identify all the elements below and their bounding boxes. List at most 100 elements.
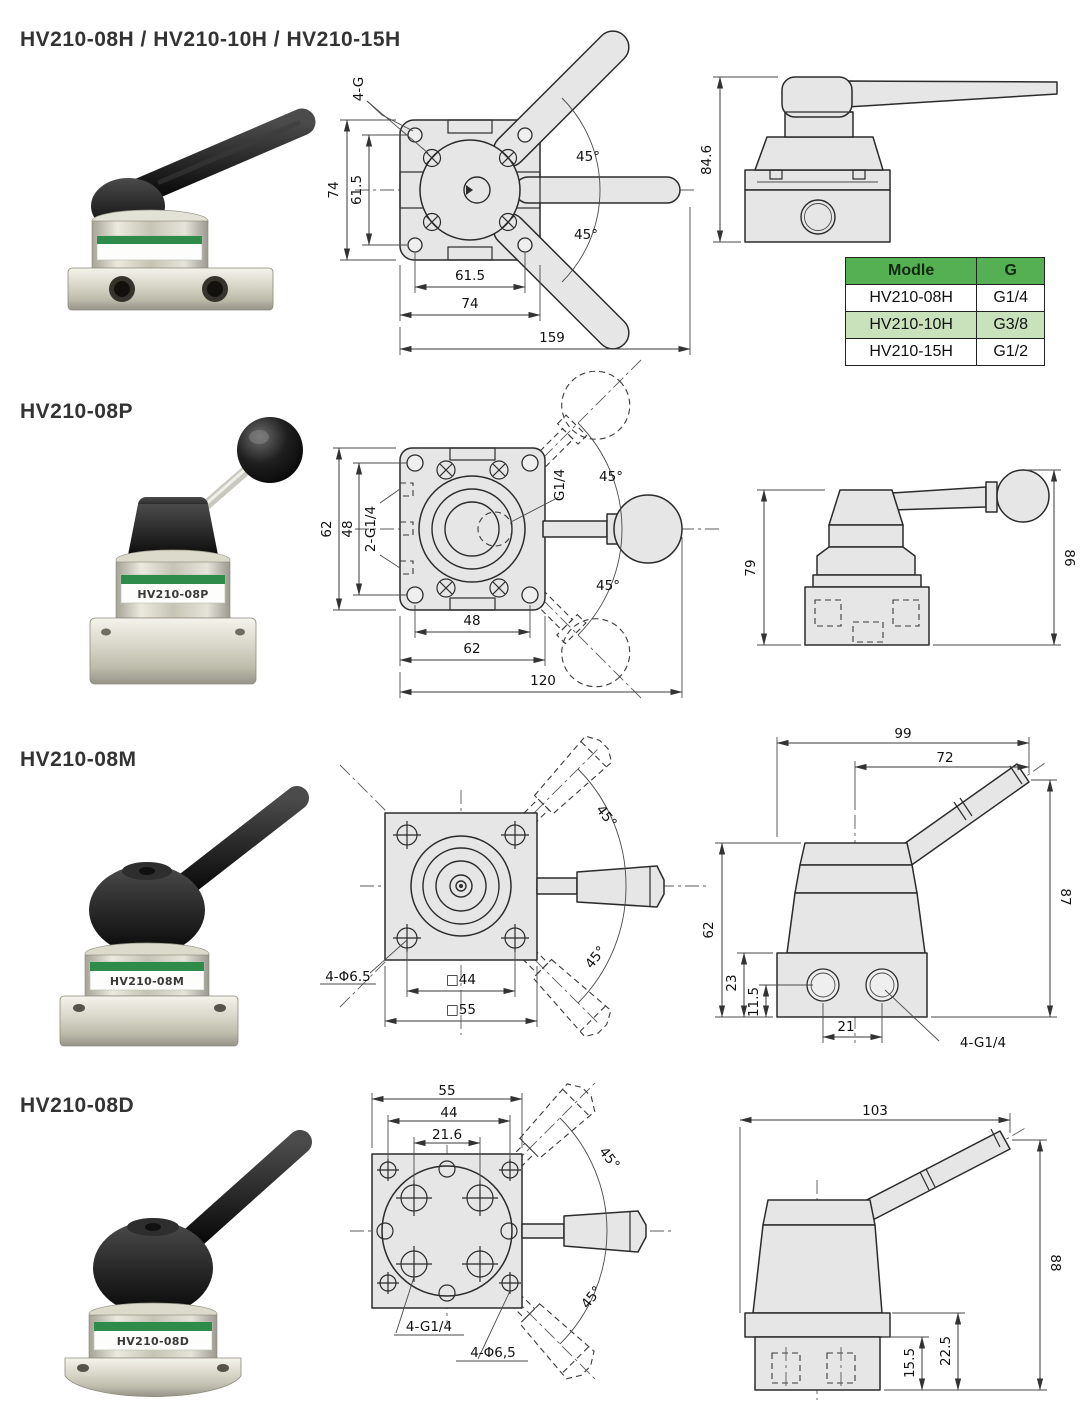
- dim-21-6: 21.6: [432, 1127, 462, 1143]
- dim-23: 23: [724, 974, 740, 991]
- dim-79: 79: [743, 559, 759, 576]
- section3-title: HV210-08M: [20, 748, 137, 771]
- lever-grip: [563, 1210, 647, 1253]
- lever-handle: [854, 1130, 1011, 1225]
- rotor-knob: [93, 1221, 213, 1315]
- cell-g: G3/8: [976, 311, 1045, 339]
- cell-model: HV210-15H: [844, 338, 978, 366]
- collar: [828, 524, 904, 548]
- front-view-hv210-08d: 45° 45° 55 44 21.6 4-G1/4 4-Φ6,5: [350, 1080, 675, 1382]
- rotor-cone: [828, 489, 904, 526]
- dim-74-left: 74: [326, 181, 342, 198]
- dim-120: 120: [530, 673, 556, 689]
- base: [754, 1336, 881, 1391]
- lever-grip: [576, 865, 665, 908]
- dim-62: 62: [701, 921, 717, 938]
- lever-blade: [846, 80, 1058, 108]
- side-view-hv210-08d: 103 88 22.5 15.5: [739, 1103, 1063, 1400]
- model-spec-table: Modle G HV210-08H G1/4 HV210-10H G3/8 HV…: [844, 257, 1045, 366]
- rotor-face: [381, 1165, 513, 1297]
- table-header-row: Modle G: [844, 257, 1045, 285]
- lever-stem: [891, 486, 987, 511]
- body-trapezoid: [754, 136, 884, 171]
- lever-handle: [163, 786, 309, 905]
- lever-grip: [781, 76, 853, 118]
- ball-knob: [996, 469, 1050, 523]
- lever-up: [492, 30, 630, 168]
- body-cone: [786, 892, 926, 954]
- dim-87: 87: [1057, 888, 1073, 905]
- section2-title: HV210-08P: [20, 400, 134, 423]
- side-view-hv210-h: 84.6: [699, 76, 1058, 243]
- flange: [744, 1312, 891, 1338]
- rotor-cap: [799, 842, 913, 866]
- dim-4g14: 4-G1/4: [960, 1035, 1006, 1051]
- dim-angle-top: 45°: [592, 802, 619, 831]
- dim-4phi65: 4-Φ6,5: [470, 1345, 516, 1361]
- plate: [744, 169, 891, 191]
- dim-103: 103: [862, 1103, 888, 1119]
- dim-44: 44: [440, 1105, 457, 1121]
- photo-label-text: HV210-08M: [110, 975, 184, 988]
- dim-55: 55: [438, 1083, 455, 1099]
- lever-handle: [173, 1130, 312, 1257]
- product-photo-hv210-h: [67, 108, 316, 311]
- base: [804, 586, 930, 646]
- cell-g: G1/4: [976, 284, 1045, 312]
- dim-61-5-left: 61.5: [349, 175, 365, 205]
- side-view-hv210-08p: 79 86: [743, 469, 1077, 646]
- rotor-band: [794, 864, 918, 894]
- rotor-body: [418, 475, 526, 583]
- side-view-hv210-08m: 99 72 87 62 23 11.5 21 4-G1/4: [701, 726, 1073, 1051]
- valve-base: [64, 1357, 242, 1397]
- dim-11-5: 11.5: [746, 987, 762, 1017]
- dim-15-5: 15.5: [902, 1348, 918, 1378]
- cell-model: HV210-08H: [844, 284, 978, 312]
- col-header-model: Modle: [844, 257, 978, 285]
- rotor-knob: [89, 865, 205, 955]
- lever-position-down: [517, 574, 631, 688]
- front-view-hv210-08m: 45° 45° 4-Φ6.5 □44 □55: [320, 735, 710, 1038]
- product-photo-hv210-08m: HV210-08M: [59, 786, 309, 1047]
- dim-84-6: 84.6: [699, 145, 715, 175]
- product-photo-hv210-08p: HV210-08P: [89, 417, 303, 685]
- front-view-hv210-08p: 45° 45° G1/4 62 48 2-G1/4 48 62 120: [319, 356, 723, 702]
- dim-72: 72: [936, 750, 953, 766]
- mount-holes: [376, 1159, 521, 1302]
- rotor-knob: [127, 504, 219, 560]
- section4-title: HV210-08D: [20, 1094, 135, 1117]
- dim-4G: 4-G: [351, 77, 367, 101]
- dim-48-left: 48: [340, 520, 356, 537]
- cell-model: HV210-10H: [844, 311, 978, 339]
- dim-88: 88: [1047, 1254, 1063, 1271]
- dim-62-left: 62: [319, 520, 335, 537]
- ball-knob: [613, 494, 683, 564]
- dim-2g14: 2-G1/4: [363, 506, 379, 552]
- dim-sq44: □44: [446, 972, 476, 988]
- dim-21: 21: [837, 1019, 854, 1035]
- lever-stem: [521, 1223, 565, 1239]
- dim-159: 159: [539, 330, 565, 346]
- dim-4phi65: 4-Φ6.5: [325, 969, 371, 985]
- photo-label-text: HV210-08D: [117, 1335, 189, 1348]
- ball-knob: [237, 417, 303, 483]
- port-holes: [396, 1180, 498, 1282]
- table-row: HV210-08H G1/4: [844, 284, 1045, 312]
- dim-g14: G1/4: [552, 469, 568, 501]
- dim-22-5: 22.5: [938, 1336, 954, 1366]
- valve-base: [67, 267, 274, 311]
- dim-61-5-bottom: 61.5: [455, 268, 485, 284]
- table-row: HV210-10H G3/8: [844, 311, 1045, 339]
- col-header-g: G: [976, 257, 1045, 285]
- dim-angle-top: 45°: [599, 469, 623, 485]
- section1-title: HV210-08H / HV210-10H / HV210-15H: [20, 28, 401, 51]
- valve-base: [59, 995, 239, 1047]
- lever-handle: [893, 763, 1030, 870]
- dim-angle-bottom: 45°: [574, 227, 598, 243]
- dim-4g14: 4-G1/4: [406, 1319, 452, 1335]
- table-row: HV210-15H G1/2: [844, 338, 1045, 366]
- cell-g: G1/2: [976, 338, 1045, 366]
- dim-sq55: □55: [446, 1002, 476, 1018]
- flange-step: [812, 574, 922, 588]
